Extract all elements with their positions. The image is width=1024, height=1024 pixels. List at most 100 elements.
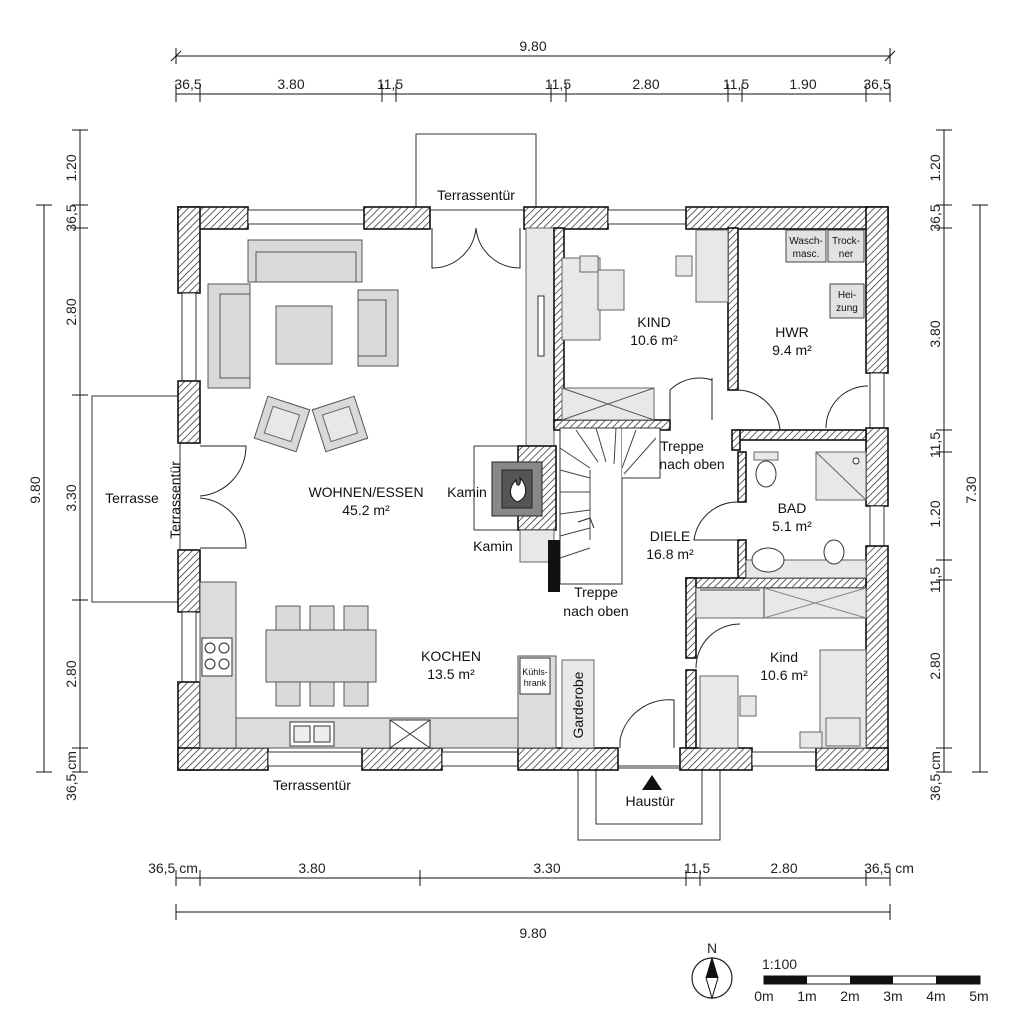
scale-tick-3: 3m <box>883 988 902 1004</box>
top-dim-3: 11,5 <box>377 76 403 92</box>
bottom-dim-5: 2.80 <box>770 860 797 876</box>
room-hwr-name: HWR <box>775 324 808 340</box>
kuehlschrank-label-2: hrank <box>524 678 547 688</box>
room-labels: WOHNEN/ESSEN 45.2 m² KOCHEN 13.5 m² KIND… <box>308 314 812 683</box>
office-chair <box>675 255 693 277</box>
left-dim-4: 3.30 <box>63 484 79 511</box>
flame-icon <box>510 476 527 503</box>
room-hwr-area: 9.4 m² <box>772 342 812 358</box>
top-dim-7: 1.90 <box>789 76 816 92</box>
scale-tick-1: 1m <box>797 988 816 1004</box>
top-dim-5: 2.80 <box>632 76 659 92</box>
terrace-top: Terrassentür <box>415 133 537 211</box>
scale-ratio: 1:100 <box>762 956 797 972</box>
stair-arrow-icon <box>577 517 595 529</box>
kuehlschrank-label-1: Kühls- <box>522 667 548 677</box>
doors: Terrassentür Terrassentür <box>167 227 869 793</box>
terrace-left: Terrasse <box>91 395 181 603</box>
scale-bar: 1:100 0m 1m 2m 3m 4m 5m <box>754 956 988 1004</box>
room-kochen-name: KOCHEN <box>421 648 481 664</box>
desk-2 <box>699 675 739 749</box>
room-bad-name: BAD <box>778 500 807 516</box>
coffee-table <box>275 305 333 365</box>
left-total-dimension: 9.80 <box>27 476 43 503</box>
living-furniture <box>207 239 399 453</box>
scale-tick-4: 4m <box>926 988 945 1004</box>
top-dim-1: 36,5 <box>174 76 201 92</box>
top-dim-6: 11,5 <box>723 76 749 92</box>
right-dim-8: 36,5 cm <box>927 751 943 801</box>
trock-label-1: Trock- <box>832 236 860 247</box>
scale-tick-0: 0m <box>754 988 773 1004</box>
room-diele-name: DIELE <box>650 528 690 544</box>
dryer <box>827 229 865 263</box>
fireplace: Kamin Kamin <box>447 445 557 563</box>
kind1-furniture <box>561 229 729 421</box>
dining-kitchen: Kühls- hrank <box>199 581 557 749</box>
top-total-dimension: 9.80 <box>519 38 546 54</box>
entrance-arrow-icon <box>642 775 662 790</box>
terrasse-label: Terrasse <box>105 490 159 506</box>
entrance-porch: Haustür <box>577 765 721 841</box>
right-dim-6: 11,5 <box>927 567 943 593</box>
room-kind2-area: 10.6 m² <box>760 667 808 683</box>
garderobe-label: Garderobe <box>570 671 586 738</box>
toilet-1 <box>755 460 777 488</box>
scale-tick-5: 5m <box>969 988 988 1004</box>
left-dimensions: 9.80 1.20 36,5 2.80 3.30 2.80 36,5 cm <box>27 129 88 801</box>
garderobe <box>561 659 595 749</box>
room-kochen-area: 13.5 m² <box>427 666 475 682</box>
kind2-furniture <box>699 649 867 749</box>
top-dim-4: 11,5 <box>545 76 571 92</box>
terrassentuer-left-label: Terrassentür <box>167 461 183 539</box>
treppe-label-2a: Treppe <box>574 584 618 600</box>
office-chair-2 <box>739 695 757 717</box>
washing-machine <box>785 229 827 263</box>
north-arrow: N <box>691 940 733 1000</box>
wasch-label-1: Wasch- <box>789 236 823 247</box>
terrassentuer-bottom-label: Terrassentür <box>273 777 351 793</box>
right-dimensions: 7.30 1.20 36,5 3.80 11,5 1.20 11,5 2.80 … <box>927 129 988 801</box>
bottom-dim-6: 36,5 cm <box>864 860 914 876</box>
terrassentuer-top-label: Terrassentür <box>437 187 515 203</box>
hwr-furniture: Wasch- masc. Trock- ner Hei- zung <box>785 229 865 319</box>
left-dim-6: 36,5 cm <box>63 751 79 801</box>
treppe-label-2b: nach oben <box>563 603 628 619</box>
right-dim-2: 36,5 <box>927 204 943 231</box>
top-dim-2: 3.80 <box>277 76 304 92</box>
kamin-label-2: Kamin <box>473 538 513 554</box>
trock-label-2: ner <box>839 249 854 260</box>
room-kind2-name: Kind <box>770 649 798 665</box>
left-dim-3: 2.80 <box>63 298 79 325</box>
bad-furniture <box>745 451 867 579</box>
washbasin <box>751 547 785 573</box>
heizung-label-1: Hei- <box>838 290 856 301</box>
room-diele-area: 16.8 m² <box>646 546 694 562</box>
north-label: N <box>707 940 717 956</box>
left-dim-1: 1.20 <box>63 154 79 181</box>
left-dim-5: 2.80 <box>63 660 79 687</box>
left-dim-2: 36,5 <box>63 204 79 231</box>
desk <box>695 229 729 303</box>
toilet-2 <box>823 539 845 565</box>
right-dim-3: 3.80 <box>927 320 943 347</box>
right-total-dimension: 7.30 <box>963 476 979 503</box>
room-wohnen-name: WOHNEN/ESSEN <box>308 484 423 500</box>
heater <box>829 283 865 319</box>
room-bad-area: 5.1 m² <box>772 518 812 534</box>
kamin-label-1: Kamin <box>447 484 487 500</box>
bottom-total-dimension: 9.80 <box>519 925 546 941</box>
bottom-dim-3: 3.30 <box>533 860 560 876</box>
wasch-label-2: masc. <box>793 249 820 260</box>
haustuer-label: Haustür <box>625 793 674 809</box>
bottom-dimensions: 36,5 cm 3.80 3.30 11,5 2.80 36,5 cm 9.80 <box>148 860 914 941</box>
scale-tick-2: 2m <box>840 988 859 1004</box>
toilet-tank-1 <box>753 451 779 461</box>
right-dim-7: 2.80 <box>927 652 943 679</box>
right-dim-5: 1.20 <box>927 500 943 527</box>
heizung-label-2: zung <box>836 303 858 314</box>
room-kind1-area: 10.6 m² <box>630 332 678 348</box>
exterior-walls <box>177 206 889 771</box>
stove <box>201 637 233 677</box>
